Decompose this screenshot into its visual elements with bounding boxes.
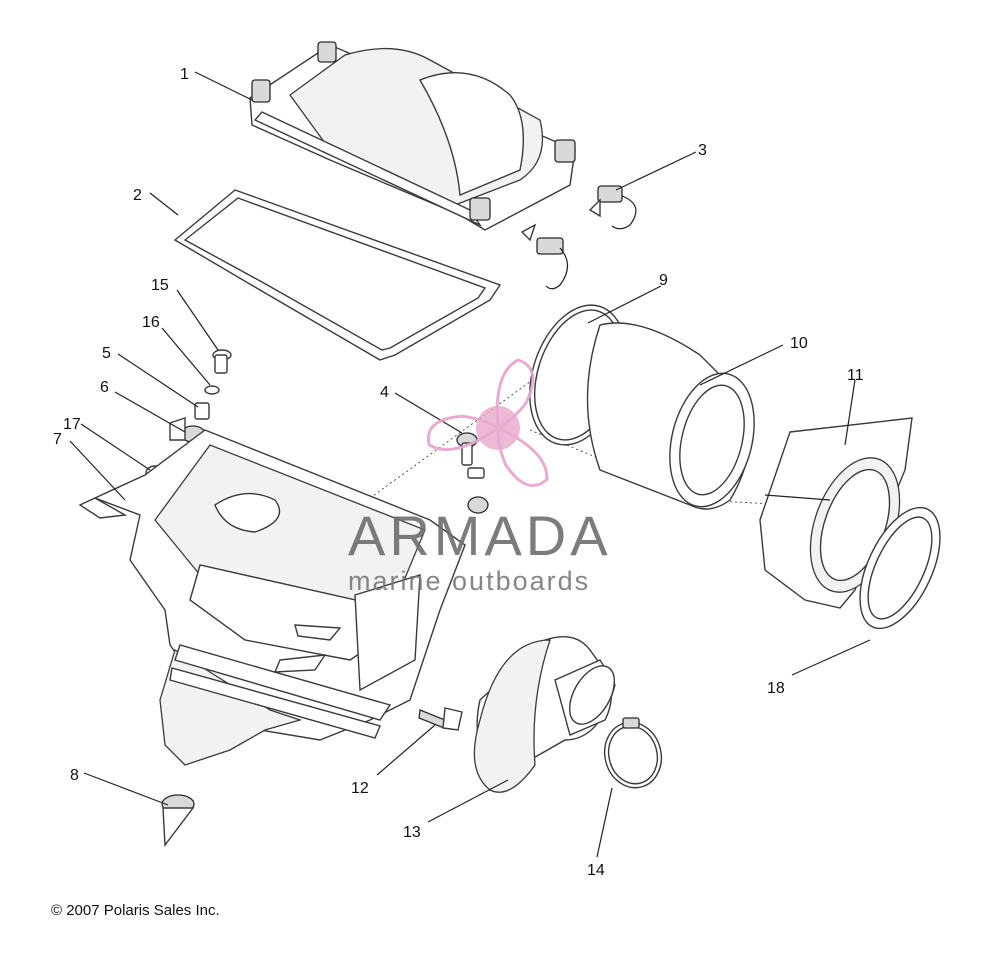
callout-10: 10 xyxy=(790,335,808,352)
callout-1: 1 xyxy=(180,66,189,83)
callout-9: 9 xyxy=(659,272,668,289)
callout-13: 13 xyxy=(403,824,421,841)
part-7-airbox-base xyxy=(78,417,466,766)
armada-watermark: ARMADA marine outboards xyxy=(348,358,612,596)
part-12-wing-screw xyxy=(418,707,463,731)
callout-6: 6 xyxy=(100,379,109,396)
callout-12: 12 xyxy=(351,780,369,797)
part-1-airbox-cover xyxy=(249,41,576,231)
copyright-notice: © 2007 Polaris Sales Inc. xyxy=(51,902,220,919)
callout-17: 17 xyxy=(63,416,81,433)
callout-11: 11 xyxy=(847,367,864,384)
watermark-subtitle: marine outboards xyxy=(348,566,590,596)
part-18-seal-ring xyxy=(859,506,941,630)
part-2-gasket xyxy=(173,189,502,361)
part-10-air-filter xyxy=(586,322,755,510)
callout-16: 16 xyxy=(142,314,160,331)
callout-8: 8 xyxy=(70,767,79,784)
small-hardware xyxy=(145,349,232,481)
callout-2: 2 xyxy=(133,187,142,204)
propeller-icon xyxy=(420,358,559,494)
callout-numbers: 1 2 3 4 5 6 7 8 9 10 11 12 13 14 15 16 1… xyxy=(53,66,864,879)
part-4-grommet xyxy=(456,432,489,514)
watermark-title: ARMADA xyxy=(348,504,612,567)
leader-lines xyxy=(69,71,871,858)
part-14-hose-clamp xyxy=(603,717,663,789)
callout-4: 4 xyxy=(380,384,389,401)
callout-18: 18 xyxy=(767,680,785,697)
callout-3: 3 xyxy=(698,142,707,159)
callout-15: 15 xyxy=(151,277,169,294)
part-8-drain-valve xyxy=(161,794,195,847)
part-13-intake-boot xyxy=(473,636,616,793)
part-3-clips xyxy=(520,185,637,290)
callout-7: 7 xyxy=(53,431,62,448)
callout-14: 14 xyxy=(587,862,605,879)
callout-5: 5 xyxy=(102,345,111,362)
